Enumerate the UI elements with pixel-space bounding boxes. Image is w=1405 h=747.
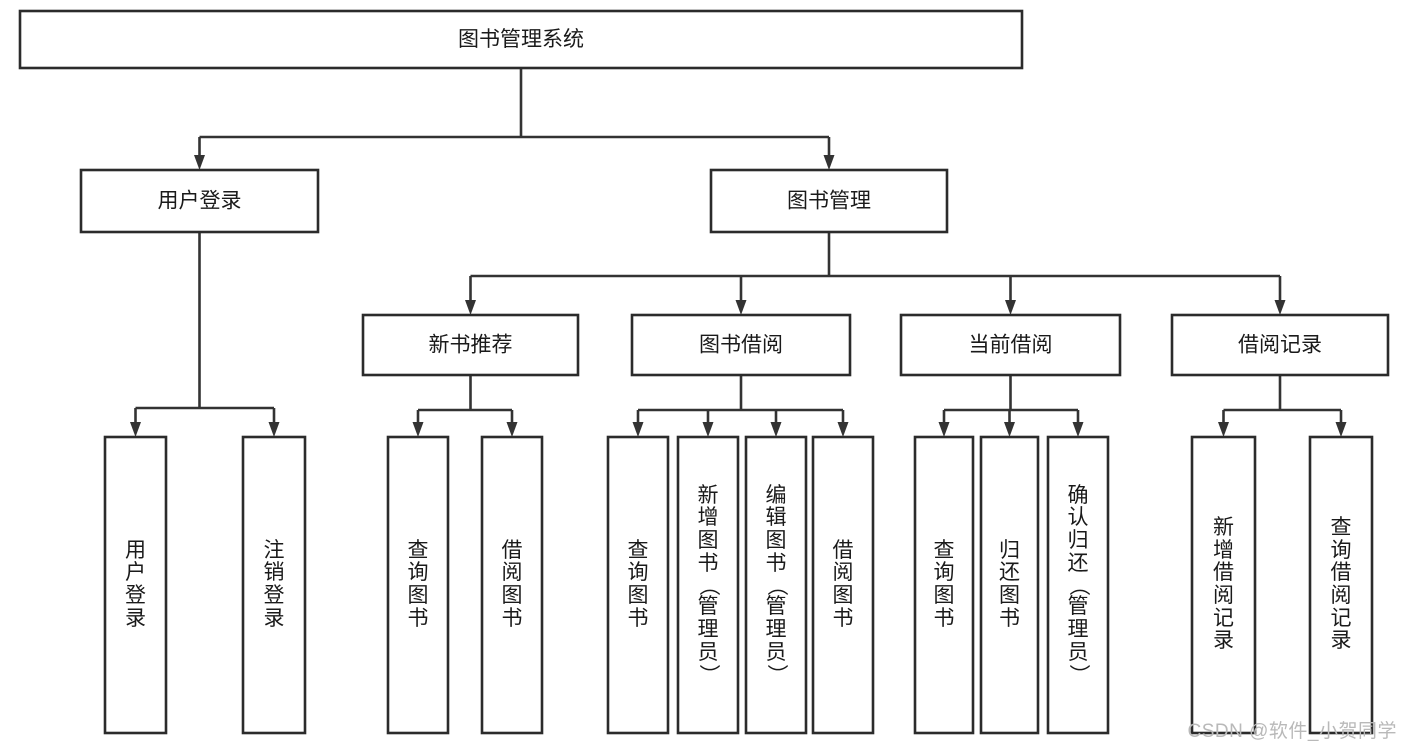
node-level2-box-1[interactable] [709, 168, 949, 234]
node-leaf-box-12[interactable] [1308, 435, 1374, 735]
arrow-head-icon [1335, 422, 1347, 437]
node-level3-label-0: 新书推荐 [429, 334, 513, 357]
arrow-head-icon [268, 422, 280, 437]
arrow-head-icon [938, 422, 950, 437]
node-level3-label-3: 借阅记录 [1238, 334, 1322, 357]
arrow-head-icon [1274, 300, 1286, 315]
node-level3-box-0[interactable] [361, 313, 580, 377]
arrow-head-icon [1072, 422, 1084, 437]
node-leaf-box-10[interactable] [1046, 435, 1110, 735]
node-boxes-group [18, 9, 1390, 735]
arrow-head-icon [837, 422, 849, 437]
node-level3-label-1: 图书借阅 [699, 334, 783, 357]
node-leaf-box-3[interactable] [480, 435, 544, 735]
node-leaf-box-1[interactable] [241, 435, 307, 735]
arrow-head-icon [1218, 422, 1229, 437]
node-leaf-box-6[interactable] [744, 435, 808, 735]
node-level3-box-2[interactable] [899, 313, 1122, 377]
node-leaf-box-2[interactable] [386, 435, 450, 735]
arrow-head-icon [194, 155, 205, 170]
node-level3-box-1[interactable] [630, 313, 852, 377]
arrow-head-icon [735, 300, 747, 315]
arrow-head-icon [412, 422, 424, 437]
node-level2-label-1: 图书管理 [787, 190, 871, 213]
node-root-label: 图书管理系统 [458, 28, 584, 51]
node-leaf-box-4[interactable] [606, 435, 670, 735]
node-leaf-box-11[interactable] [1190, 435, 1257, 735]
arrow-head-icon [823, 155, 835, 170]
node-root-box[interactable] [18, 9, 1024, 70]
csdn-watermark: CSDN @软件_小贺同学 [1187, 721, 1397, 742]
arrow-head-icon [702, 422, 714, 437]
arrow-head-icon [130, 422, 141, 437]
node-level2-label-0: 用户登录 [158, 190, 242, 213]
node-level3-box-3[interactable] [1170, 313, 1390, 377]
arrow-head-icon [1004, 422, 1015, 437]
arrow-head-icon [1005, 300, 1016, 315]
node-leaf-box-9[interactable] [979, 435, 1040, 735]
connector-lines-group [130, 68, 1347, 437]
node-leaf-box-7[interactable] [811, 435, 875, 735]
node-level3-label-2: 当前借阅 [969, 334, 1053, 357]
node-level2-box-0[interactable] [79, 168, 320, 234]
node-leaf-box-0[interactable] [103, 435, 168, 735]
arrow-head-icon [632, 422, 644, 437]
arrow-head-icon [465, 300, 476, 315]
node-leaf-box-5[interactable] [676, 435, 740, 735]
arrow-head-icon [506, 422, 518, 437]
node-leaf-box-8[interactable] [913, 435, 975, 735]
arrow-head-icon [770, 422, 782, 437]
